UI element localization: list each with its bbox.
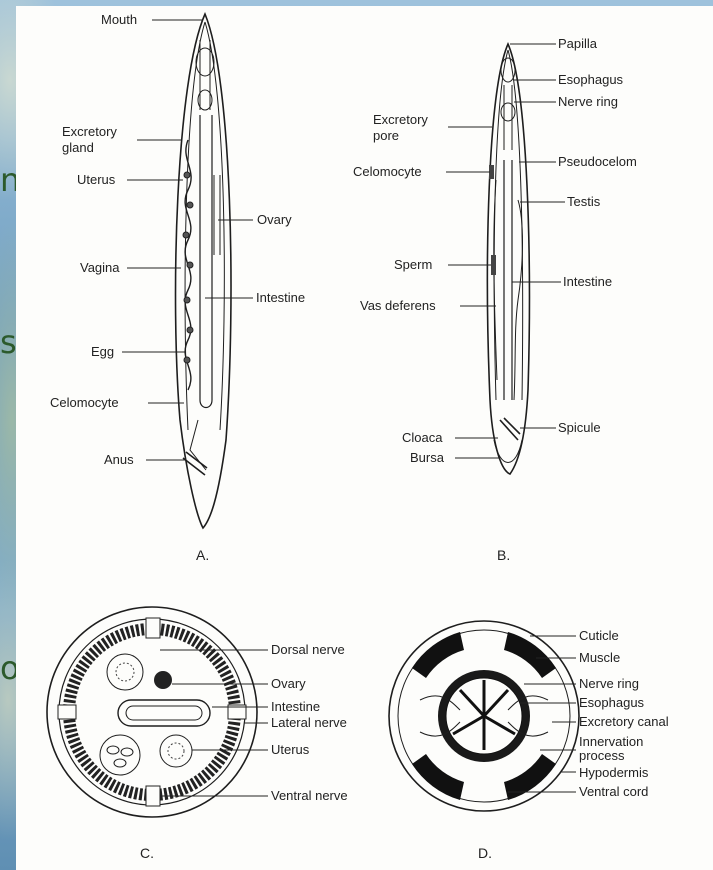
label-d-esophagus: Esophagus [579,695,645,710]
label-d-excretory-canal: Excretory canal [579,714,669,729]
label-d-process: process [579,748,625,763]
label-d-hypodermis: Hypodermis [579,765,649,780]
label-a-vagina: Vagina [80,260,120,275]
label-a-anus: Anus [104,452,134,467]
label-c-ovary: Ovary [271,676,306,691]
label-c-dorsal-nerve: Dorsal nerve [271,642,345,657]
label-b-pseudocelom: Pseudocelom [558,154,637,169]
nematode-anatomy-diagram: Mouth Excretory gland Uterus Ovary Vagin… [16,6,713,870]
label-b-celomocyte: Celomocyte [353,164,422,179]
label-d-muscle: Muscle [579,650,620,665]
label-b-vas-deferens: Vas deferens [360,298,436,313]
label-d-innervation: Innervation [579,734,643,749]
panel-a-female-worm [176,14,231,528]
label-b-papilla: Papilla [558,36,598,51]
label-d-cuticle: Cuticle [579,628,619,643]
label-b-esophagus: Esophagus [558,72,624,87]
panel-b-leader-lines [446,44,565,458]
caption-d: D. [478,845,492,861]
caption-b: B. [497,547,510,563]
label-b-cloaca: Cloaca [402,430,443,445]
label-a-ovary: Ovary [257,212,292,227]
label-b-nerve-ring: Nerve ring [558,94,618,109]
caption-c: C. [140,845,154,861]
label-b-intestine: Intestine [563,274,612,289]
label-a-gland: gland [62,140,94,155]
label-a-egg: Egg [91,344,114,359]
label-c-intestine: Intestine [271,699,320,714]
label-d-nerve-ring: Nerve ring [579,676,639,691]
label-b-bursa: Bursa [410,450,445,465]
label-c-ventral-nerve: Ventral nerve [271,788,348,803]
label-a-mouth: Mouth [101,12,137,27]
label-c-uterus: Uterus [271,742,310,757]
panel-d-cross-section [389,621,579,811]
caption-a: A. [196,547,209,563]
label-b-pore: pore [373,128,399,143]
label-a-intestine: Intestine [256,290,305,305]
label-b-testis: Testis [567,194,601,209]
panel-b-male-worm [487,44,529,474]
label-a-excretory: Excretory [62,124,117,139]
diagram-sheet: Mouth Excretory gland Uterus Ovary Vagin… [16,6,713,870]
label-d-ventral-cord: Ventral cord [579,784,648,799]
label-b-excretory: Excretory [373,112,428,127]
panel-c-cross-section [47,607,257,817]
label-a-uterus: Uterus [77,172,116,187]
label-a-celomocyte: Celomocyte [50,395,119,410]
label-c-lateral-nerve: Lateral nerve [271,715,347,730]
label-b-sperm: Sperm [394,257,432,272]
label-b-spicule: Spicule [558,420,601,435]
